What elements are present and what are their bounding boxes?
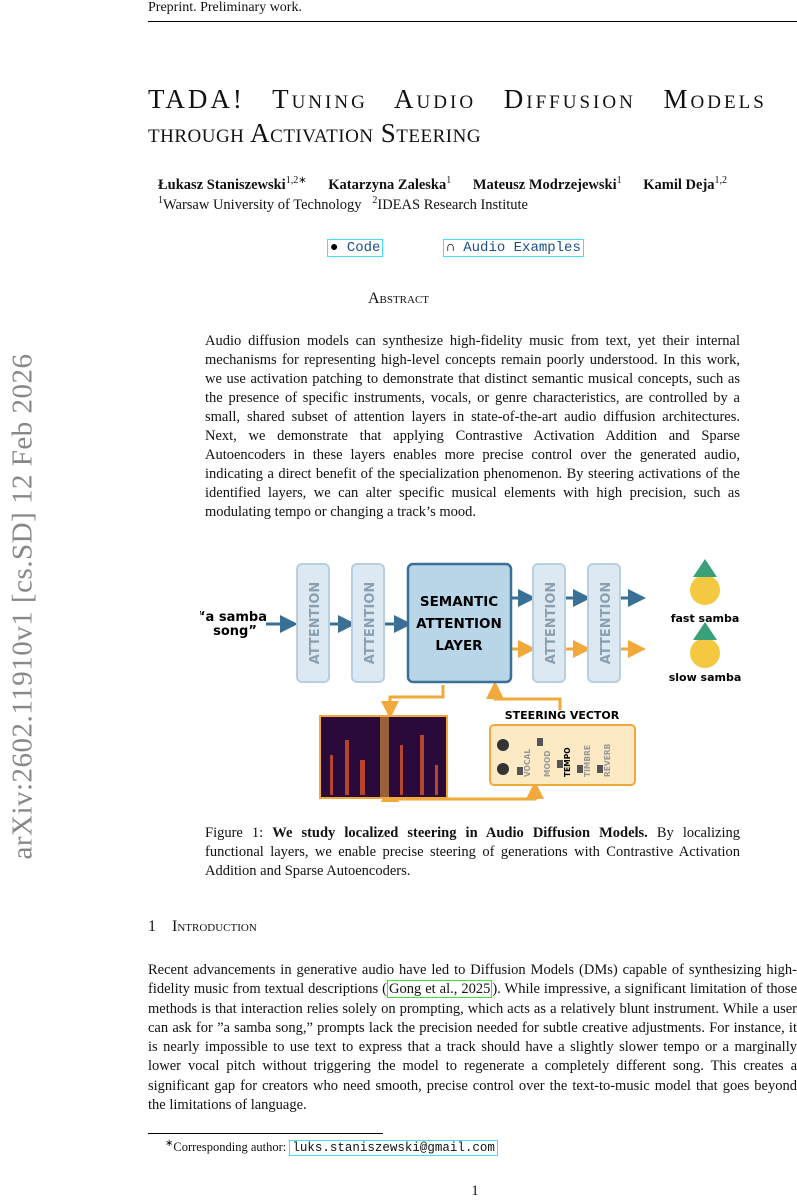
author: Łukasz Staniszewski1,2∗ (158, 175, 307, 193)
arxiv-watermark: arXiv:2602.11910v1 [cs.SD] 12 Feb 2026 (6, 353, 39, 860)
svg-text:ATTENTION: ATTENTION (363, 582, 378, 664)
slow-samba-label: slow samba (669, 671, 742, 684)
abstract-heading: Abstract (367, 290, 430, 307)
slow-samba-mascot-icon (690, 638, 720, 668)
slider-label-vocal: VOCAL (523, 749, 532, 777)
slider-label-timbre: TIMBRE (583, 745, 592, 777)
knob-icon (497, 763, 509, 775)
title-line-2: through Activation Steering (148, 118, 482, 148)
running-header: Preprint. Preliminary work. (148, 0, 302, 15)
semantic-attention-layer: SEMANTIC ATTENTION LAYER (406, 562, 513, 684)
svg-text:ATTENTION: ATTENTION (308, 582, 323, 664)
code-link[interactable]: ● Code (327, 239, 384, 257)
email-link[interactable]: luks.staniszewski@gmail.com (289, 1140, 498, 1157)
attention-block: ATTENTION (296, 563, 330, 683)
citation-link[interactable]: Gong et al., 2025 (386, 980, 493, 999)
figure-1: “a samba song” ATTENTION ATTENTION SEMAN… (200, 559, 742, 802)
figure-caption: Figure 1: We study localized steering in… (205, 825, 741, 879)
fast-samba-mascot-icon (690, 575, 720, 605)
attention-block: ATTENTION (587, 563, 621, 683)
spectrogram (319, 715, 448, 799)
svg-text:ATTENTION: ATTENTION (599, 582, 614, 664)
author-list: Łukasz Staniszewski1,2∗ Katarzyna Zalesk… (158, 175, 745, 194)
abstract-text: Audio diffusion models can synthesize hi… (205, 333, 740, 520)
steering-vector-label: STEERING VECTOR (505, 709, 620, 722)
affiliations: 1Warsaw University of Technology 2IDEAS … (158, 195, 528, 213)
author: Kamil Deja1,2 (643, 175, 728, 193)
svg-text:ATTENTION: ATTENTION (416, 616, 502, 632)
introduction-paragraph: Recent advancements in generative audio … (148, 962, 797, 1114)
links: ● Code ∩ Audio Examples (327, 238, 584, 257)
audio-examples-link[interactable]: ∩ Audio Examples (443, 239, 584, 257)
section-heading: 1 Introduction (148, 918, 257, 935)
attention-block: ATTENTION (532, 563, 566, 683)
github-icon: ● (330, 240, 339, 256)
svg-text:SEMANTIC: SEMANTIC (420, 594, 498, 610)
svg-text:ATTENTION: ATTENTION (544, 582, 559, 664)
fast-samba-label: fast samba (671, 612, 740, 625)
attention-block: ATTENTION (351, 563, 385, 683)
slider-label-tempo: TEMPO (563, 747, 572, 777)
page-number: 1 (471, 1183, 479, 1199)
footnote-rule (148, 1133, 383, 1134)
prompt-text: “a samba (200, 610, 267, 625)
paper-title: TADA! Tuning Audio Diffusion Models throu… (148, 82, 797, 150)
footnote: ∗Corresponding author: luks.staniszewski… (165, 1138, 498, 1157)
author: Mateusz Modrzejewski1 (472, 175, 622, 193)
steering-vector-panel: VOCAL MOOD TEMPO TIMBRE REVERB (489, 724, 636, 786)
headphones-icon: ∩ (446, 240, 455, 256)
knob-icon (497, 739, 509, 751)
slider-label-reverb: REVERB (603, 743, 612, 777)
header-rule (148, 21, 797, 22)
svg-text:LAYER: LAYER (435, 638, 483, 654)
slider-label-mood: MOOD (543, 751, 552, 777)
title-line-1: TADA! Tuning Audio Diffusion Models (148, 84, 767, 114)
author: Katarzyna Zaleska1 (328, 175, 452, 193)
prompt-text: song” (213, 624, 257, 639)
